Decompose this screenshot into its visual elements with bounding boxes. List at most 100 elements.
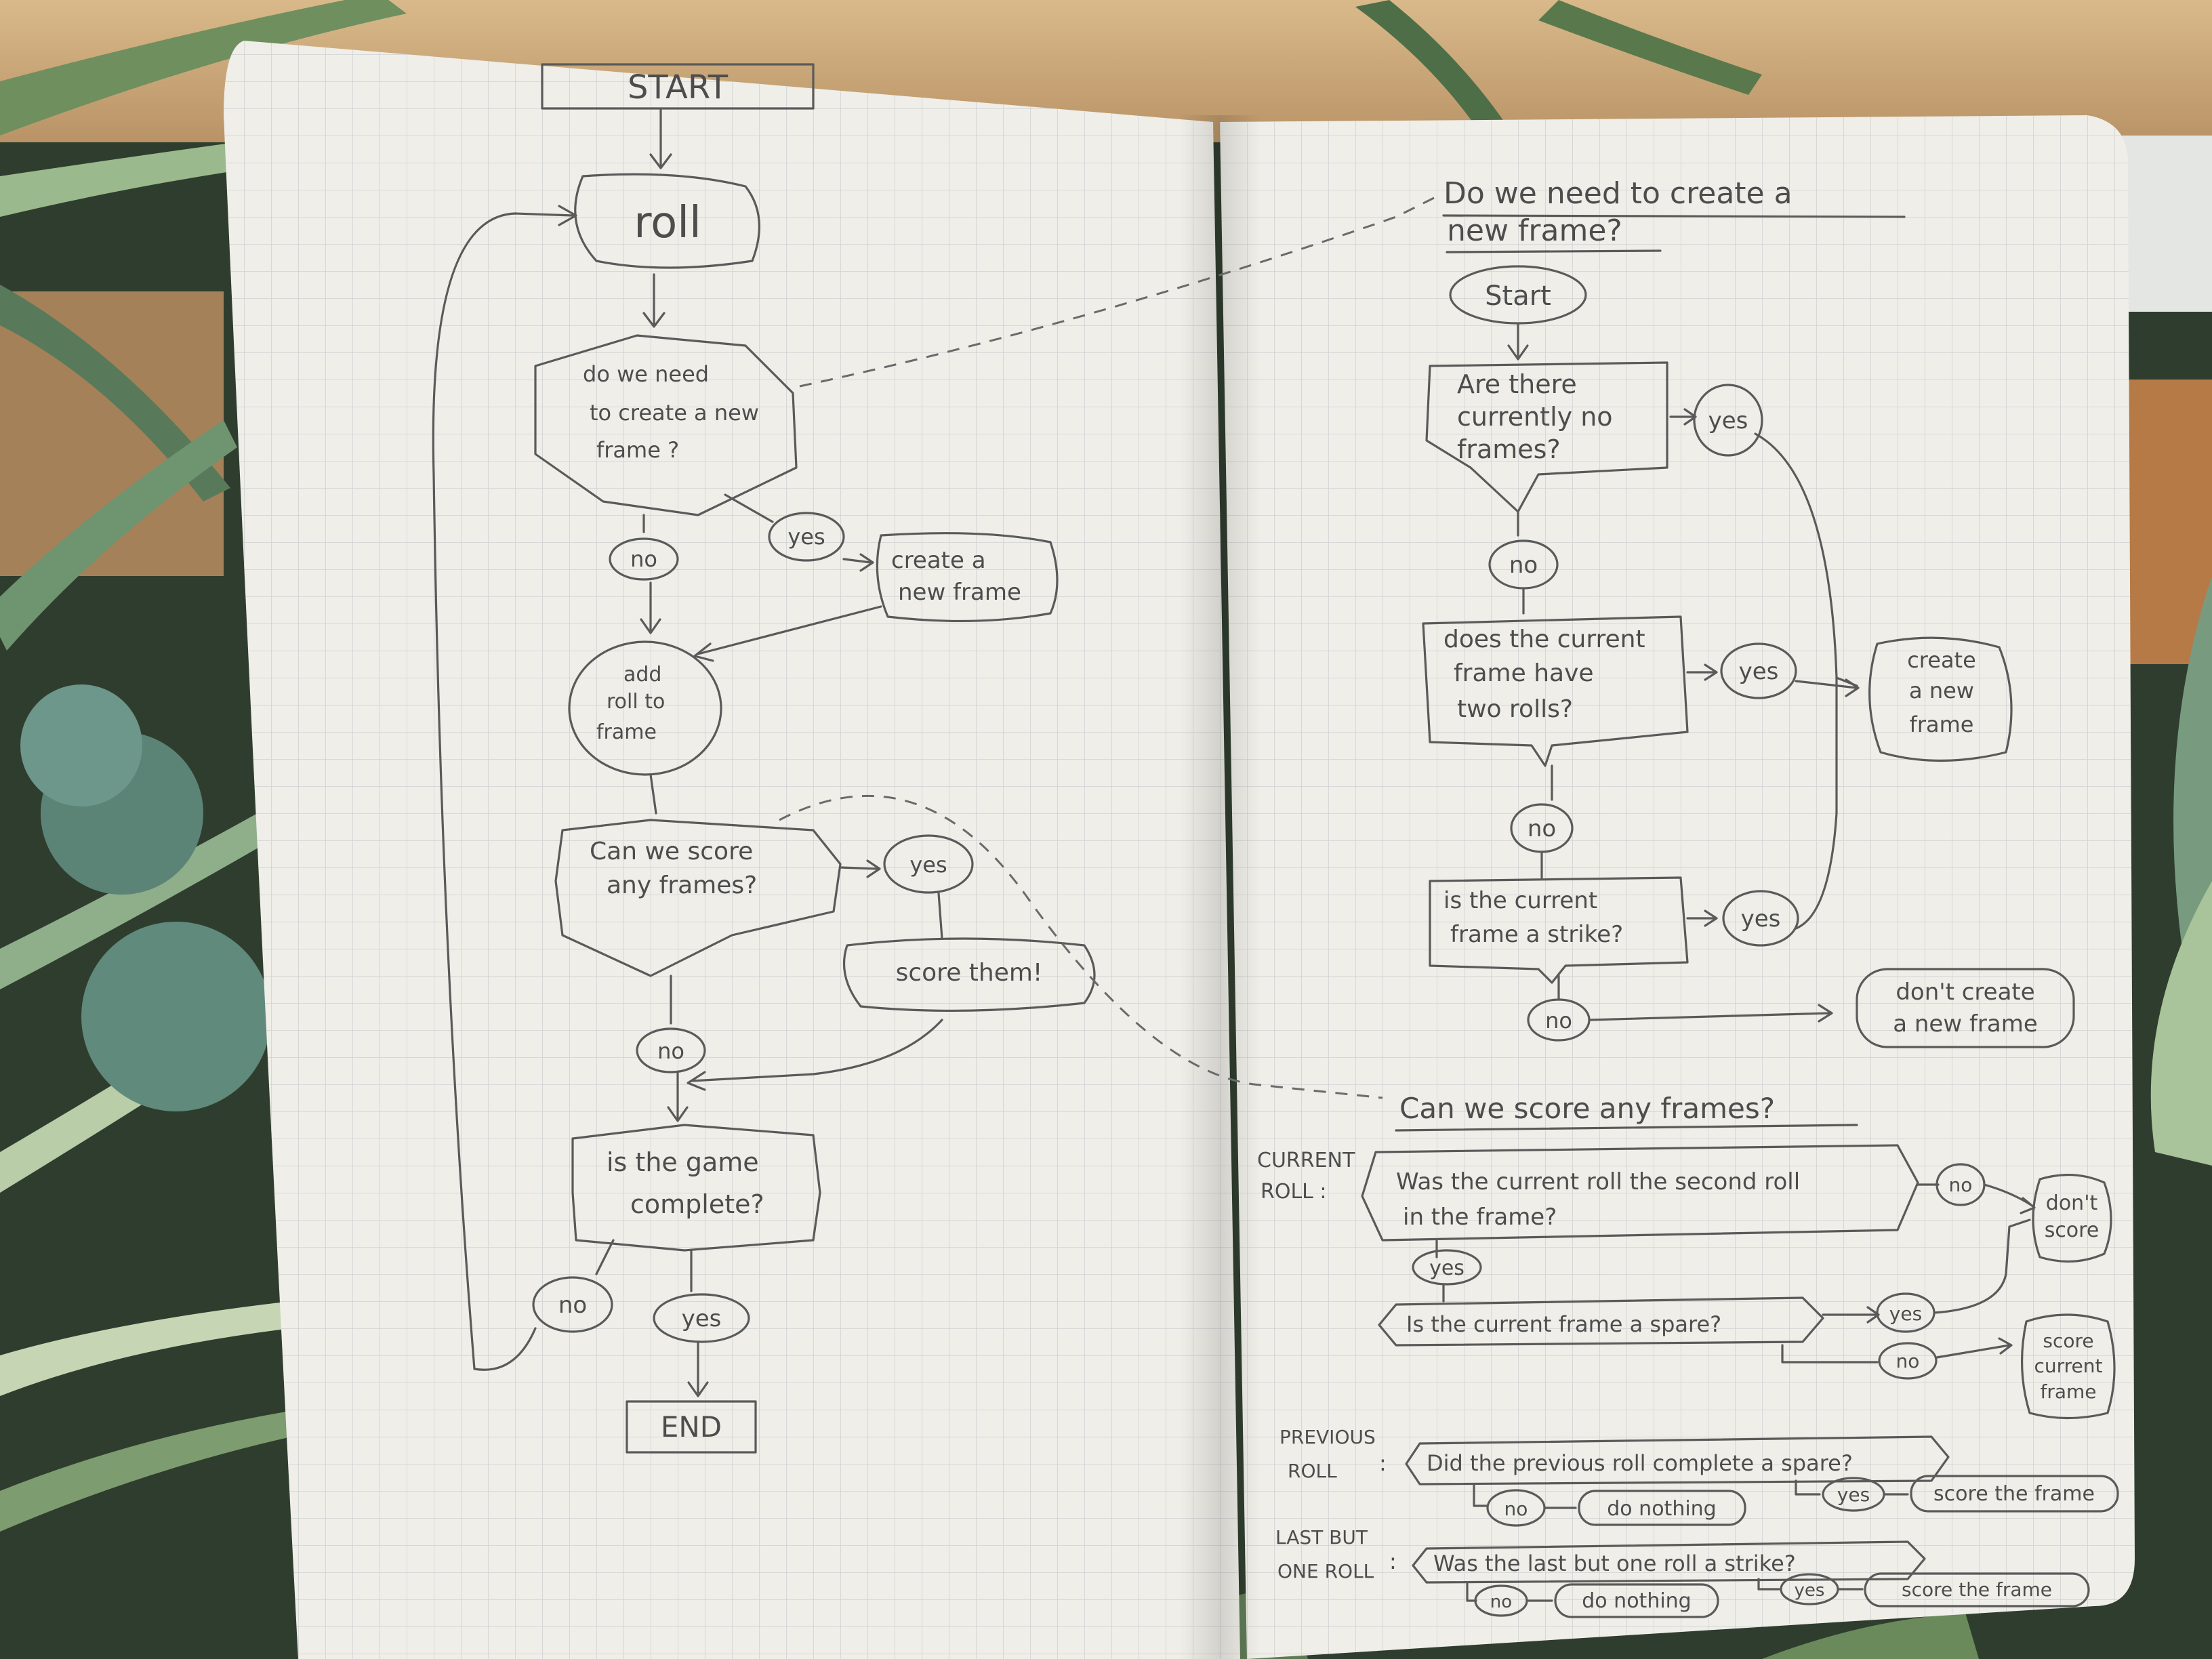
lbo-no-label: no	[1490, 1592, 1512, 1612]
nf-yes-label-3: yes	[1741, 905, 1781, 933]
main-flowchart: START roll do we need to create a new fr…	[432, 63, 1437, 1454]
no-node-2	[636, 1027, 706, 1073]
decision-strike-line2: frame a strike?	[1450, 921, 1623, 948]
lbo-label-2: ONE ROLL	[1277, 1560, 1374, 1582]
lbo-yes-label: yes	[1795, 1580, 1825, 1601]
dont-create-line2: a new frame	[1893, 1010, 2038, 1038]
sc-yes-label-1: yes	[1429, 1256, 1465, 1280]
score-subflow: Can we score any frames? CURRENT ROLL : …	[1257, 1092, 2119, 1618]
decision-second-roll	[1361, 1144, 1919, 1242]
nf-start-label: Start	[1485, 281, 1551, 312]
score-current-line1: score	[2043, 1330, 2093, 1352]
lbo-colon: :	[1389, 1549, 1397, 1574]
score-them-label: score them!	[896, 959, 1043, 987]
create-frame-line3: frame	[1910, 712, 1974, 737]
create-new-frame-line1: create a	[891, 547, 986, 574]
current-roll-label-2: ROLL :	[1261, 1180, 1327, 1204]
nf-no-label-1: no	[1509, 552, 1538, 579]
lbo-label-1: LAST BUT	[1275, 1526, 1368, 1549]
dont-create-line1: don't create	[1896, 979, 2034, 1006]
decision-spare-label: Is the current frame a spare?	[1406, 1311, 1721, 1337]
end-label: END	[661, 1410, 722, 1443]
yes-label-3: yes	[682, 1305, 722, 1332]
no-node-1	[609, 537, 679, 581]
decision-new-frame-line3: frame ?	[596, 437, 679, 463]
score-current-line3: frame	[2040, 1380, 2096, 1403]
nf-no-label-3: no	[1545, 1008, 1572, 1033]
decision-complete-line2: complete?	[630, 1189, 764, 1219]
yes-label-1: yes	[787, 524, 825, 550]
decision-strike-before	[1412, 1540, 1926, 1584]
decision-no-frames-line1: Are there	[1457, 369, 1577, 399]
create-frame-line2: a new	[1909, 678, 1974, 703]
create-new-frame-line2: new frame	[898, 579, 1021, 606]
score-current-line2: current	[2034, 1355, 2102, 1377]
dont-create-node	[1856, 968, 2075, 1048]
create-frame-line1: create	[1907, 647, 1976, 673]
create-frame-node	[1868, 636, 2013, 762]
prev-score-node	[1910, 1475, 2119, 1513]
sc-yes-node-1	[1412, 1249, 1482, 1286]
current-roll-label-1: CURRENT	[1257, 1149, 1355, 1172]
prev-do-nothing-label: do nothing	[1607, 1497, 1716, 1521]
lbo-score-node	[1864, 1572, 2090, 1607]
sc-no-label-1: no	[1949, 1174, 1973, 1196]
decision-new-frame-line2: to create a new	[590, 400, 759, 426]
no-label-3: no	[558, 1292, 587, 1319]
score-title: Can we score any frames?	[1399, 1092, 1775, 1125]
decision-strike-before-label: Was the last but one roll a strike?	[1433, 1551, 1796, 1576]
dont-score-line1: don't	[2046, 1191, 2098, 1215]
score-them-node	[842, 937, 1096, 1012]
roll-node	[574, 173, 761, 269]
new-frame-subflow: Do we need to create a new frame? Start …	[1422, 176, 2075, 1048]
decision-no-frames-line3: frames?	[1457, 434, 1561, 464]
decision-prev-spare-label: Did the previous roll complete a spare?	[1427, 1450, 1853, 1476]
decision-two-rolls-line2: frame have	[1454, 659, 1594, 687]
decision-score-line1: Can we score	[590, 838, 753, 865]
lbo-score-label: score the frame	[1902, 1578, 2052, 1601]
decision-no-frames-line2: currently no	[1457, 402, 1613, 432]
yes-node-3	[653, 1293, 750, 1343]
yes-node-2	[883, 834, 974, 894]
prev-no-label: no	[1504, 1498, 1528, 1520]
lbo-do-nothing-label: do nothing	[1582, 1589, 1691, 1613]
nf-no-label-2: no	[1528, 815, 1556, 842]
prev-yes-label: yes	[1837, 1483, 1870, 1506]
prev-score-label: score the frame	[1933, 1482, 2095, 1506]
yes-label-2: yes	[909, 852, 947, 878]
decision-score-line2: any frames?	[607, 872, 757, 899]
decision-two-rolls-line3: two rolls?	[1457, 695, 1573, 723]
decision-no-frames	[1425, 361, 1668, 513]
add-roll-line1: add	[623, 663, 661, 687]
new-frame-title-line1: Do we need to create a	[1443, 176, 1793, 211]
nf-yes-node-3	[1722, 890, 1799, 947]
dont-score-line2: score	[2045, 1218, 2100, 1242]
previous-roll-label-1: PREVIOUS	[1279, 1426, 1376, 1448]
decision-second-roll-line1: Was the current roll the second roll	[1396, 1168, 1800, 1195]
decision-complete	[571, 1124, 821, 1252]
previous-roll-label-2: ROLL	[1288, 1460, 1337, 1482]
no-label-2: no	[657, 1038, 684, 1064]
no-node-3	[532, 1276, 613, 1333]
prev-do-nothing-node	[1578, 1490, 1746, 1526]
start-box	[541, 63, 815, 110]
score-current-node	[2020, 1313, 2116, 1420]
start-label: START	[628, 68, 729, 106]
decision-new-frame	[534, 334, 798, 516]
notebook	[224, 41, 2135, 1659]
no-label-1: no	[630, 546, 657, 572]
sc-no-label-2: no	[1896, 1350, 1920, 1372]
decision-prev-spare	[1405, 1435, 1950, 1486]
nf-yes-node-2	[1720, 642, 1797, 699]
sc-yes-label-2: yes	[1889, 1303, 1922, 1325]
add-roll-line3: frame	[596, 720, 657, 744]
yes-node-1	[768, 512, 845, 562]
roll-label: roll	[634, 198, 701, 248]
nf-yes-label-2: yes	[1739, 658, 1779, 685]
end-box	[626, 1400, 757, 1454]
decision-two-rolls-line1: does the current	[1443, 626, 1645, 653]
dont-score-node	[2032, 1174, 2112, 1263]
lbo-do-nothing-node	[1554, 1583, 1719, 1618]
add-roll-node	[568, 640, 722, 776]
